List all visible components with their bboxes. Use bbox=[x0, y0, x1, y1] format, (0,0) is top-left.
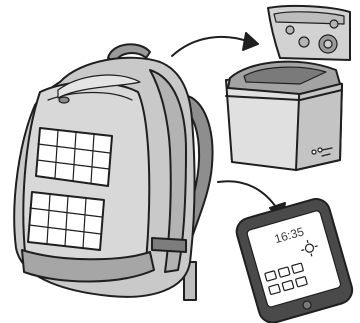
backpack-zipper-pull bbox=[59, 97, 69, 103]
smartphone: 16:35 bbox=[233, 196, 355, 323]
solar-panel-bottom bbox=[28, 192, 104, 250]
arrow-to-cooler bbox=[172, 33, 258, 56]
backpack bbox=[14, 44, 212, 300]
backpack-compression-strap bbox=[152, 238, 186, 252]
portable-cooler bbox=[226, 6, 350, 170]
solar-panel-top bbox=[36, 128, 112, 186]
